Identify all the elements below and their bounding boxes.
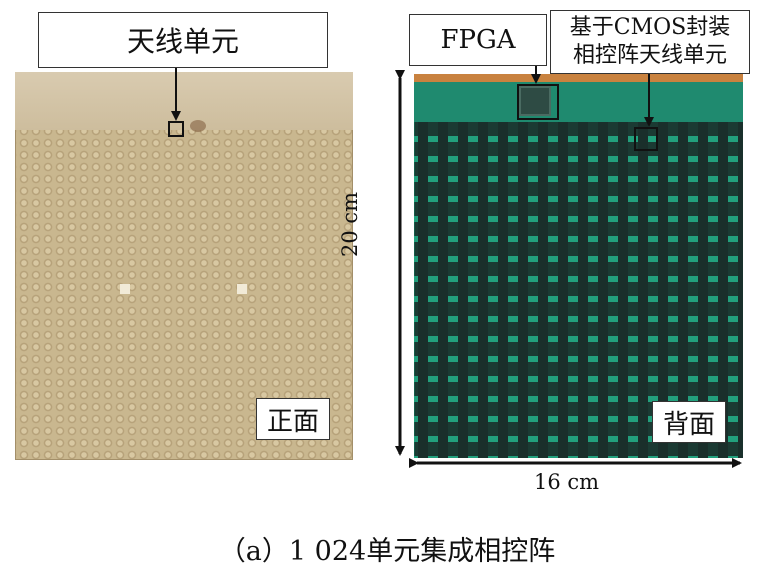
antenna-unit-label: 天线单元 bbox=[38, 12, 328, 68]
front-side-text: 正面 bbox=[266, 406, 319, 437]
width-dimension-label: 16 cm bbox=[534, 470, 600, 494]
antenna-unit-text: 天线单元 bbox=[126, 25, 239, 58]
cmos-label-line2: 相控阵天线单元 bbox=[572, 43, 727, 68]
front-board-patch bbox=[120, 284, 130, 294]
antenna-unit-highlight bbox=[168, 121, 184, 137]
back-board-control-strip bbox=[414, 74, 743, 122]
front-board-photo bbox=[15, 72, 353, 460]
front-board-top-area bbox=[15, 72, 353, 130]
front-board-patch bbox=[237, 284, 247, 294]
fpga-label: FPGA bbox=[409, 14, 547, 66]
back-side-label: 背面 bbox=[652, 401, 726, 443]
cmos-antenna-unit-label: 基于CMOS封装 相控阵天线单元 bbox=[550, 10, 750, 74]
figure-caption: （a）1 024单元集成相控阵 bbox=[218, 536, 556, 567]
front-side-label: 正面 bbox=[256, 398, 330, 440]
height-dimension-label: 20 cm bbox=[338, 191, 362, 257]
fpga-text: FPGA bbox=[440, 25, 516, 55]
back-side-text: 背面 bbox=[662, 409, 715, 440]
fpga-highlight bbox=[517, 84, 559, 120]
fpga-chip bbox=[519, 86, 551, 116]
front-board-stain bbox=[190, 120, 206, 132]
cmos-label-line1: 基于CMOS封装 bbox=[569, 15, 731, 40]
cmos-unit-highlight bbox=[634, 127, 658, 151]
